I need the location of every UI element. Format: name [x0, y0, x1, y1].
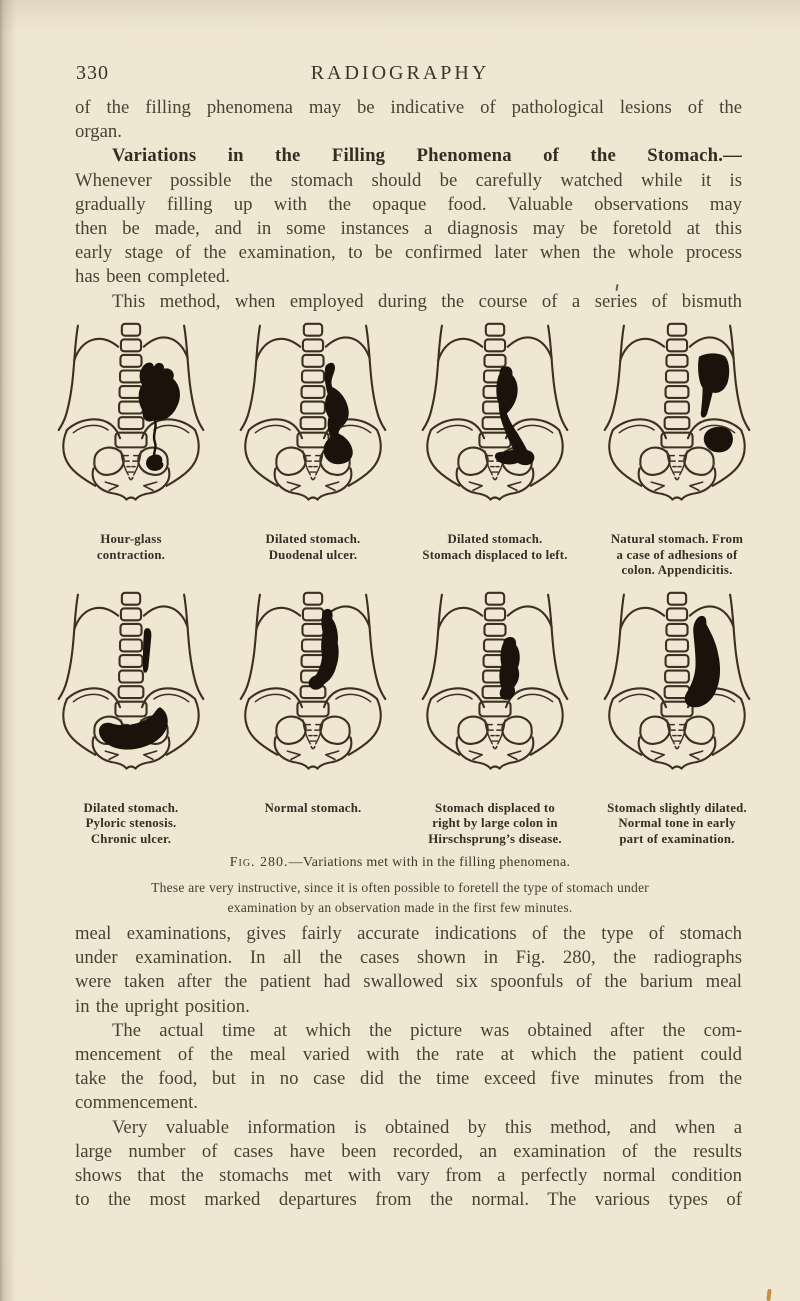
torso-skeleton-drawing	[421, 322, 569, 501]
body-text-line: gradually filling up with the opaque foo…	[75, 193, 742, 215]
body-text-line: mencement of the meal varied with the ra…	[75, 1044, 742, 1066]
diagram-caption: Dilated stomach. Duodenal ulcer.	[265, 532, 361, 562]
body-text-line: commencement.	[75, 1092, 198, 1114]
body-text-line: The actual time at which the picture was…	[112, 1019, 742, 1041]
body-text-block-top: of the filling phenomena may be indicati…	[75, 96, 742, 314]
stomach-diagram-duodenal-ulcer: Dilated stomach. Duodenal ulcer.	[224, 322, 402, 579]
stomach-shadow-shape	[142, 627, 152, 673]
body-text-block-bottom: meal examinations, gives fairly accurate…	[75, 922, 742, 1212]
body-text-line: were taken after the patient had swallow…	[75, 971, 742, 993]
stomach-diagram-pyloric-stenosis: Dilated stomach. Pyloric stenosis. Chron…	[42, 591, 220, 848]
skeleton-icon	[421, 322, 569, 501]
torso-skeleton-drawing	[239, 591, 387, 770]
stomach-diagram-hirschsprung: Stomach displaced to right by large colo…	[406, 591, 584, 848]
page-header: 330 RADIOGRAPHY	[0, 62, 800, 88]
diagram-caption: Normal stomach.	[264, 800, 362, 815]
diagram-caption: Stomach slightly dilated. Normal tone in…	[607, 800, 747, 846]
body-text-line: shows that the stomachs met with vary fr…	[75, 1165, 742, 1187]
stomach-shadow-shape	[684, 615, 721, 707]
diagram-caption: Dilated stomach. Pyloric stenosis. Chron…	[83, 800, 179, 846]
figure-caption-text: —Variations met with in the filling phen…	[288, 855, 571, 870]
page-edge-mark	[766, 1288, 772, 1301]
torso-skeleton-drawing	[421, 591, 569, 770]
skeleton-icon	[421, 591, 569, 770]
page-number: 330	[76, 62, 109, 84]
body-text-line: to the most marked departures from the n…	[75, 1189, 742, 1211]
body-text-line: Very valuable information is obtained by…	[112, 1116, 742, 1138]
stomach-shadow-shape	[146, 454, 164, 471]
figure-280: Hour-glass contraction. Dilated stomach. …	[0, 322, 800, 918]
body-text-line: of the filling phenomena may be indicati…	[75, 97, 742, 118]
diagram-row-2: Dilated stomach. Pyloric stenosis. Chron…	[42, 591, 770, 848]
running-title: RADIOGRAPHY	[310, 62, 490, 84]
diagram-caption: Natural stomach. From a case of adhesion…	[610, 532, 744, 577]
stomach-shadow-shape	[323, 362, 353, 465]
stomach-shadow-shape	[308, 608, 339, 690]
body-text-line: take the food, but in no case did the ti…	[75, 1068, 742, 1090]
stomach-diagram-slightly-dilated: Stomach slightly dilated. Normal tone in…	[588, 591, 766, 848]
skeleton-icon	[57, 322, 205, 501]
torso-skeleton-drawing	[57, 322, 205, 501]
skeleton-icon	[603, 591, 751, 770]
stomach-shadow-shape	[152, 418, 157, 460]
stomach-shadow-shape	[499, 636, 520, 700]
stomach-shadow-shape	[98, 706, 168, 750]
figure-caption: Fig. 280.—Variations met with in the fil…	[0, 855, 800, 871]
body-text-line: then be made, and in some instances a di…	[75, 218, 742, 240]
body-text-line: organ.	[75, 121, 122, 143]
stomach-shadow-shape	[703, 426, 733, 453]
body-text-line: This method, when employed during the co…	[112, 290, 742, 312]
stomach-shadow-shape	[138, 362, 180, 422]
skeleton-icon	[603, 322, 751, 501]
body-text-line: large number of cases have been recorded…	[75, 1140, 742, 1162]
diagram-caption: Dilated stomach. Stomach displaced to le…	[422, 532, 568, 562]
torso-skeleton-drawing	[57, 591, 205, 770]
stomach-diagram-natural-appendicitis: Natural stomach. From a case of adhesion…	[588, 322, 766, 579]
body-text-line: in the upright position.	[75, 995, 250, 1017]
stomach-shadow-shape	[494, 366, 535, 466]
diagram-caption: Stomach displaced to right by large colo…	[428, 800, 562, 846]
stomach-diagram-displaced-left: Dilated stomach. Stomach displaced to le…	[406, 322, 584, 579]
body-text-line: Variations in the Filling Phenomena of t…	[112, 145, 742, 167]
body-text-line: Whenever possible the stomach should be …	[75, 169, 742, 191]
figure-caption-label: Fig. 280.	[229, 855, 289, 870]
body-text-line: meal examinations, gives fairly accurate…	[75, 923, 742, 944]
torso-skeleton-drawing	[603, 322, 751, 501]
stomach-shadow-shape	[698, 353, 730, 418]
stomach-diagram-normal: Normal stomach.	[224, 591, 402, 848]
diagram-row-1: Hour-glass contraction. Dilated stomach. …	[42, 322, 770, 579]
stomach-diagram-hourglass: Hour-glass contraction.	[42, 322, 220, 579]
body-text-line: has been completed.	[75, 266, 231, 288]
skeleton-icon	[239, 322, 387, 501]
torso-skeleton-drawing	[603, 591, 751, 770]
figure-note: These are very instructive, since it is …	[151, 880, 649, 915]
body-text-line: early stage of the examination, to be co…	[75, 242, 742, 264]
body-text-line: under examination. In all the cases show…	[75, 947, 742, 969]
torso-skeleton-drawing	[239, 322, 387, 501]
diagram-caption: Hour-glass contraction.	[96, 532, 166, 562]
